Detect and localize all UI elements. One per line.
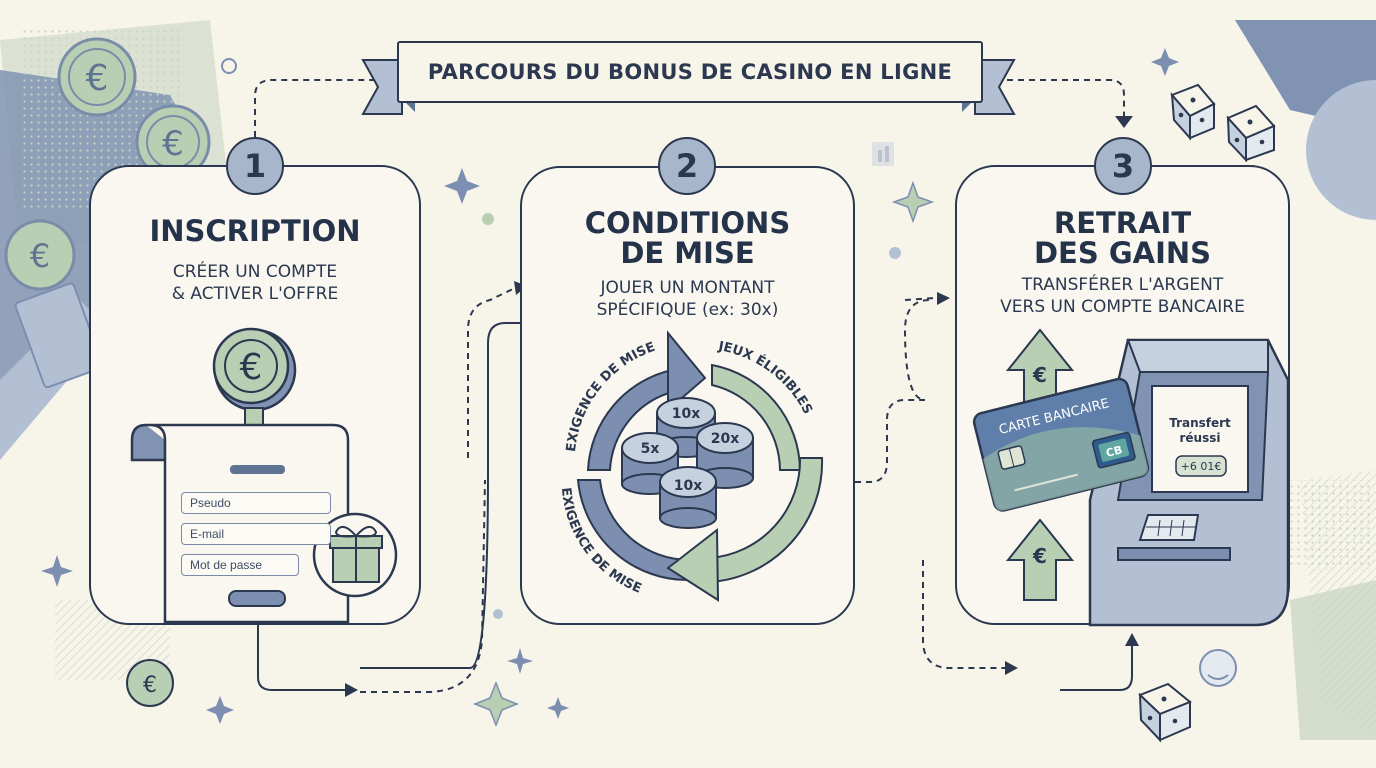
- svg-text:€: €: [162, 124, 184, 164]
- password-field[interactable]: Mot de passe: [181, 554, 299, 576]
- step-subtitle-1: CRÉER UN COMPTE & ACTIVER L'OFFRE: [89, 261, 421, 305]
- step-title-1: INSCRIPTION: [89, 214, 421, 248]
- bg-card-slab: [14, 282, 104, 389]
- decor-dot: [493, 609, 503, 619]
- step-title-line: DE MISE: [620, 236, 755, 271]
- step-number-3: 3: [1094, 137, 1152, 195]
- subtitle-line: TRANSFÉRER L'ARGENT: [1021, 275, 1224, 295]
- bg-circle-right: [1306, 80, 1376, 220]
- subtitle-line: JOUER UN MONTANT: [600, 278, 775, 298]
- step-title-line: CONDITIONS: [584, 206, 791, 240]
- subtitle-line: VERS UN COMPTE BANCAIRE: [1000, 297, 1245, 318]
- euro-coin-icon: €: [57, 37, 137, 117]
- decor-dot: [221, 58, 237, 74]
- step-number-2: 2: [658, 137, 716, 195]
- step-title-3: RETRAIT DES GAINS: [955, 208, 1290, 269]
- svg-text:€: €: [143, 673, 157, 698]
- subtitle-line: & ACTIVER L'OFFRE: [171, 284, 339, 305]
- svg-text:€: €: [30, 237, 50, 275]
- cube-icon: [872, 142, 894, 166]
- decor-dot: [482, 213, 494, 225]
- euro-coin-icon: €: [4, 219, 76, 291]
- svg-text:€: €: [86, 58, 109, 99]
- decor-dot: [889, 247, 901, 259]
- bg-dots-right: [1290, 480, 1370, 570]
- step-number-1: 1: [226, 137, 284, 195]
- step-subtitle-3: TRANSFÉRER L'ARGENT VERS UN COMPTE BANCA…: [955, 274, 1290, 318]
- step-title-line: DES GAINS: [1033, 236, 1212, 271]
- email-field[interactable]: E-mail: [181, 523, 331, 545]
- dice-icon: [1226, 104, 1276, 163]
- dice-icon: [1138, 682, 1192, 743]
- step-subtitle-2: JOUER UN MONTANT SPÉCIFIQUE (ex: 30x): [520, 277, 855, 321]
- step-title-line: INSCRIPTION: [149, 214, 361, 248]
- step-title-2: CONDITIONS DE MISE: [520, 208, 855, 269]
- banner-ribbon: [361, 59, 1016, 115]
- bg-slab-right-green: [1290, 580, 1376, 740]
- dice-icon: [1170, 83, 1216, 141]
- euro-coin-icon: €: [135, 104, 211, 180]
- flow-connectors: [254, 79, 1133, 693]
- diagram-title: PARCOURS DU BONUS DE CASINO EN LIGNE: [397, 41, 983, 103]
- subtitle-line: CRÉER UN COMPTE: [172, 262, 338, 282]
- dice-icon: [1199, 649, 1237, 687]
- sparkle-icon: [41, 48, 1179, 728]
- subtitle-line: SPÉCIFIQUE (ex: 30x): [596, 300, 779, 321]
- euro-coin-icon: €: [126, 659, 174, 707]
- pseudo-field[interactable]: Pseudo: [181, 492, 331, 514]
- arrowheads: [345, 116, 1139, 697]
- step-title-line: RETRAIT: [1053, 206, 1192, 240]
